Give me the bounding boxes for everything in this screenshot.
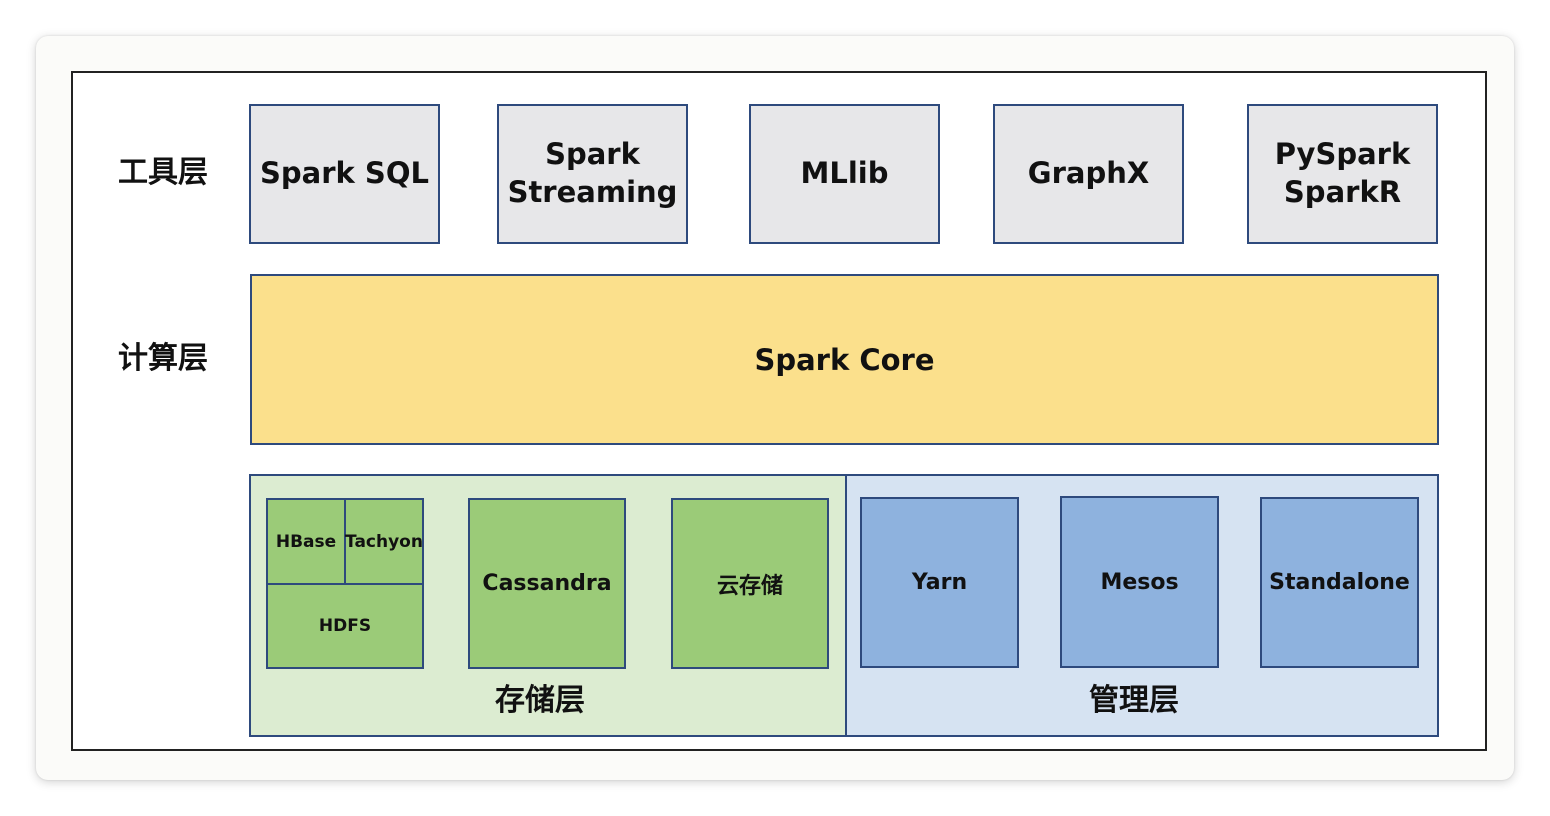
tool-box-spark-streaming: Spark Streaming <box>497 104 688 244</box>
storage-box-cassandra: Cassandra <box>468 498 626 669</box>
tool-box-mllib: MLlib <box>749 104 940 244</box>
management-layer-label: 管理层 <box>1089 683 1179 718</box>
spark-core-box: Spark Core <box>250 274 1439 445</box>
storage-box-hdfs: HDFS <box>266 583 424 669</box>
tool-box-pyspark-sparkr: PySpark SparkR <box>1247 104 1438 244</box>
mgmt-box-standalone: Standalone <box>1260 497 1419 668</box>
storage-box-cloud: 云存储 <box>671 498 829 669</box>
mgmt-box-yarn: Yarn <box>860 497 1019 668</box>
tool-box-spark-sql: Spark SQL <box>249 104 440 244</box>
tools-layer-label: 工具层 <box>118 155 208 190</box>
storage-layer-label: 存储层 <box>495 683 585 718</box>
mgmt-box-mesos: Mesos <box>1060 496 1219 668</box>
storage-box-tachyon: Tachyon <box>344 498 424 585</box>
compute-layer-label: 计算层 <box>118 341 208 376</box>
tool-box-graphx: GraphX <box>993 104 1184 244</box>
storage-box-hbase: HBase <box>266 498 346 585</box>
